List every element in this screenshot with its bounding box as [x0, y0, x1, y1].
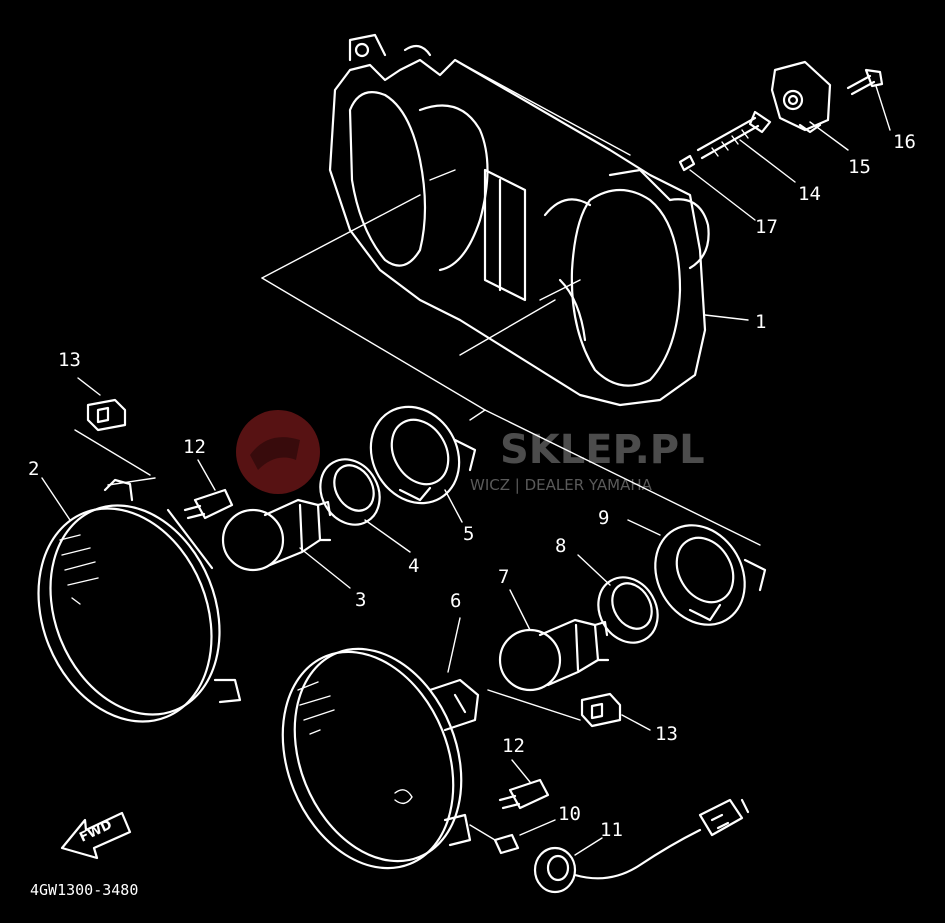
callout-8: 8 [555, 535, 566, 557]
callout-14: 14 [798, 183, 821, 205]
callout-1: 1 [755, 311, 766, 333]
callout-6: 6 [450, 590, 461, 612]
callout-13-right: 13 [655, 723, 678, 745]
part-6-lens-right [281, 617, 480, 870]
part-4-ring [319, 458, 411, 553]
callout-11: 11 [600, 819, 623, 841]
part-17-washer [678, 154, 756, 221]
part-2-lens-left [37, 477, 242, 723]
part-12-socket-upper [183, 459, 234, 520]
part-15-bracket [770, 60, 849, 151]
callout-7: 7 [498, 566, 509, 588]
part-13-connector-left [74, 377, 151, 476]
part-10-bulb [469, 819, 556, 855]
watermark-tagline: WICZ | DEALER YAMAHA [470, 476, 653, 494]
part-13-connector-right [487, 689, 651, 731]
callout-3: 3 [355, 589, 366, 611]
callout-12-lower: 12 [502, 735, 525, 757]
callout-12-upper: 12 [183, 436, 206, 458]
callout-4: 4 [408, 555, 419, 577]
callout-15: 15 [848, 156, 871, 178]
watermark: SKLEP.PL WICZ | DEALER YAMAHA [236, 410, 705, 494]
part-7-bulb [498, 589, 610, 692]
callout-10: 10 [558, 803, 581, 825]
part-1-housing [261, 33, 761, 546]
fwd-arrow-icon: FWD [60, 811, 132, 860]
callout-13-left: 13 [58, 349, 81, 371]
diagram-code: 4GW1300-3480 [30, 881, 138, 899]
part-3-bulb [221, 498, 351, 589]
watermark-logo-icon [236, 410, 320, 494]
part-8-ring [577, 554, 659, 644]
part-9-cover [627, 519, 767, 626]
part-11-cord [533, 798, 750, 894]
part-16-screw [846, 68, 891, 131]
part-14-bolt [696, 110, 796, 183]
part-12-socket-lower [498, 759, 550, 810]
callouts: 1 2 3 4 5 6 7 8 9 10 11 12 12 13 13 14 1… [28, 131, 916, 841]
callout-5: 5 [463, 523, 474, 545]
callout-16: 16 [893, 131, 916, 153]
part-5-cover [369, 405, 477, 523]
callout-2: 2 [28, 458, 39, 480]
callout-17: 17 [755, 216, 778, 238]
callout-9: 9 [598, 507, 609, 529]
watermark-brand: SKLEP.PL [500, 427, 705, 473]
